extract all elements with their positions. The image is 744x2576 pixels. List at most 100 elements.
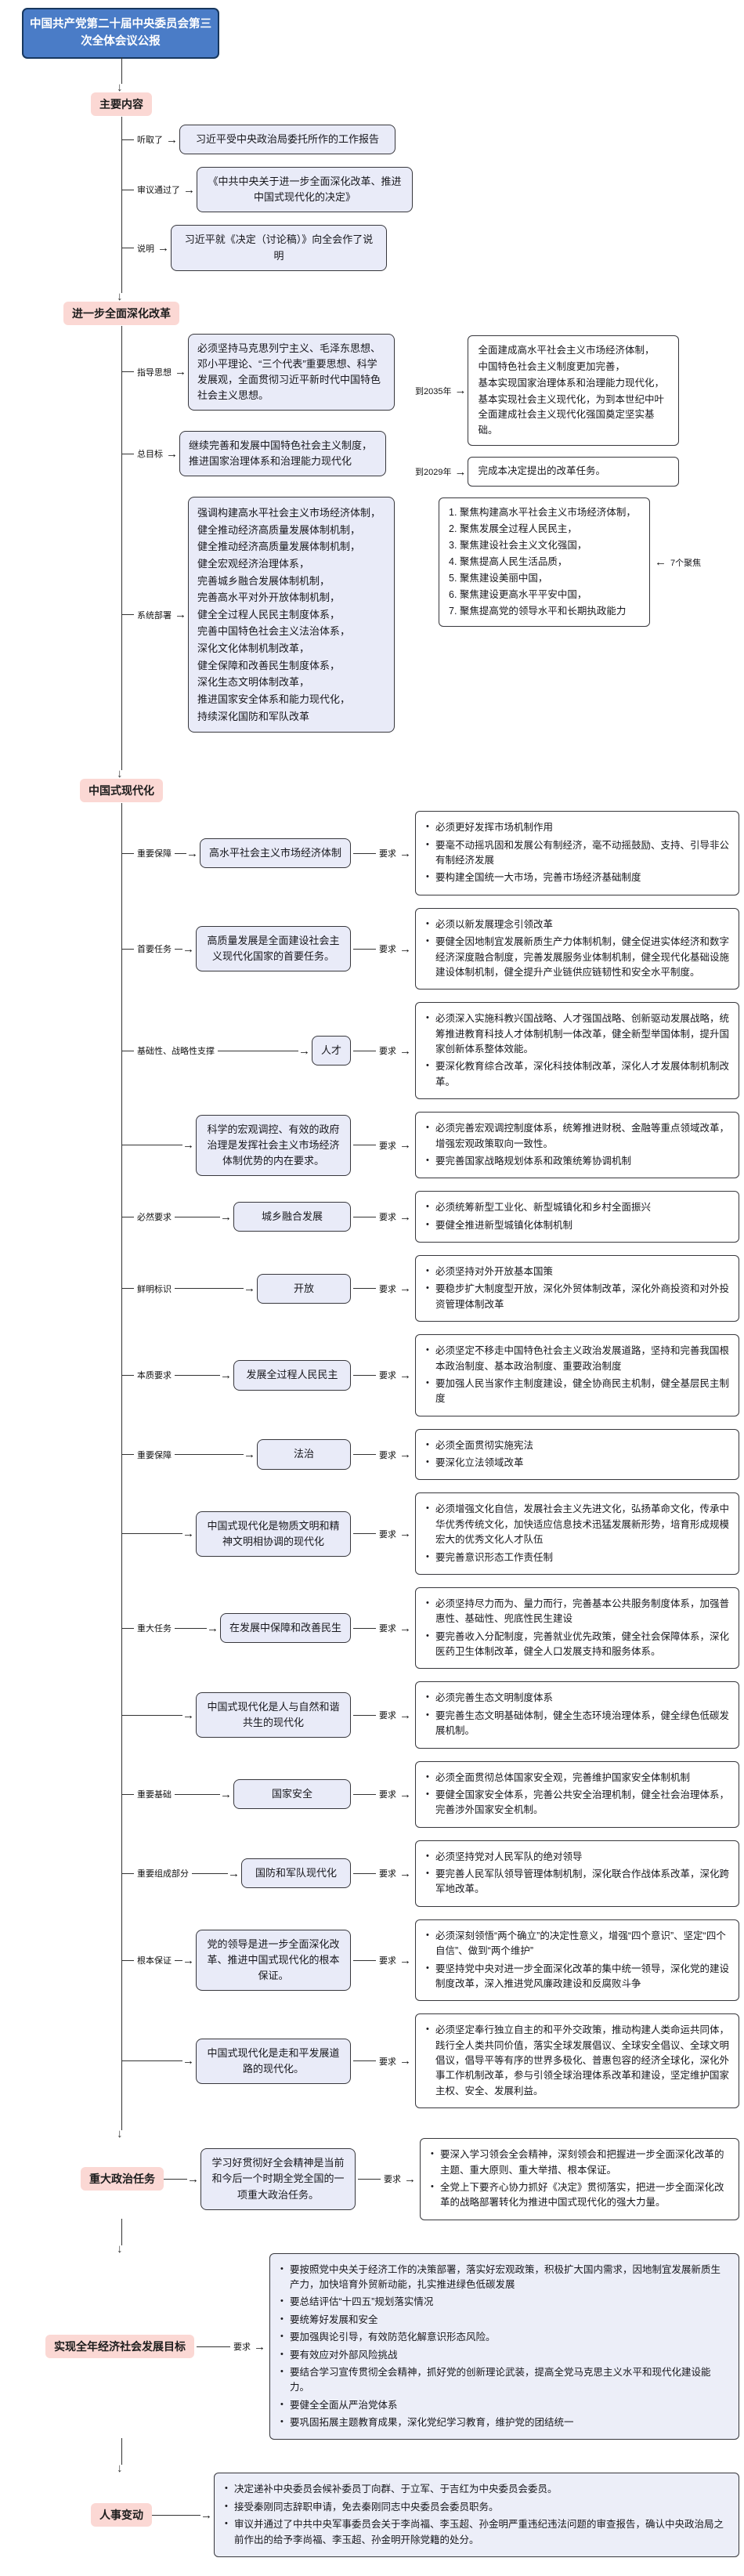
requirement-box: 必须全面贯彻实施宪法要深化立法领域改革 xyxy=(415,1428,739,1481)
list-item: 必须完善宏观调控制度体系，统筹推进财税、金融等重点领域改革，增强宏观政策取向一致… xyxy=(425,1121,729,1152)
requirement-edge-label: 要求 xyxy=(379,1371,396,1381)
connector-line xyxy=(122,1627,134,1629)
edge-label: 重要保障 xyxy=(137,849,172,859)
arrow-right-icon: → xyxy=(157,241,169,255)
list-item: 要深入学习领会全会精神，深刻领会和把握进一步全面深化改革的主题、重大原则、重大举… xyxy=(430,2147,729,2178)
requirement-box: 必须坚持党对人民军队的绝对领导要完善人民军队领导管理体制机制，深化联合作战体系改… xyxy=(415,1840,739,1907)
connector-line xyxy=(164,2178,187,2180)
arrow-right-icon: → xyxy=(244,1282,255,1296)
node-box: 习近平就《决定（讨论稿）》向全会作了说明 xyxy=(171,225,387,271)
requirement-edge-label: 要求 xyxy=(379,1047,396,1057)
requirement-bullets: 必须完善宏观调控制度体系，统筹推进财税、金融等重点领域改革，增强宏观政策取向一致… xyxy=(425,1121,729,1169)
requirement-box: 必须完善生态文明制度体系要完善生态文明基础体制，健全生态环境治理体系，健全绿色低… xyxy=(415,1681,739,1749)
list-item: 全党上下要齐心协力抓好《决定》贯彻落实，把进一步全面深化改革的战略部署转化为推进… xyxy=(430,2180,729,2211)
node-box: 高水平社会主义市场经济体制 xyxy=(199,838,351,869)
node-box: 中国式现代化是人与自然和谐共生的现代化 xyxy=(196,1691,351,1738)
connector-line xyxy=(353,1959,376,1961)
node-box: 开放 xyxy=(257,1273,351,1304)
arrow-left-icon: ← xyxy=(655,555,666,570)
section-label-political-task: 重大政治任务 xyxy=(81,2167,164,2191)
connector-line xyxy=(353,1374,376,1376)
arrow-right-icon: → xyxy=(399,1866,411,1880)
edge-label: 系统部署 xyxy=(137,610,172,620)
arrow-right-icon: → xyxy=(182,942,194,956)
spine-connector: ↓ xyxy=(0,2438,744,2474)
node-box: 党的领导是进一步全面深化改革、推进中国式现代化的根本保证。 xyxy=(196,1929,351,1992)
requirement-box: 必须坚持尽力而为、量力而行，完善基本公共服务制度体系，加强普惠性、基础性、兜底性… xyxy=(415,1586,739,1670)
arrow-right-icon: → xyxy=(166,447,178,461)
arrow-right-icon: → xyxy=(175,365,186,379)
list-item: 要统筹好发展和安全 xyxy=(280,2313,729,2328)
arrow-down-icon: ↓ xyxy=(117,80,123,94)
list-item: 必须更好发挥市场机制作用 xyxy=(425,820,729,835)
arrow-right-icon: → xyxy=(399,1787,411,1801)
connector-line xyxy=(175,1627,207,1629)
requirement-edge-label: 要求 xyxy=(379,1711,396,1720)
connector-line xyxy=(134,1533,182,1535)
spine-connector: ↓ xyxy=(0,56,744,94)
requirement-edge-label: 要求 xyxy=(379,849,396,859)
edge-label: 指导思想 xyxy=(137,367,172,378)
list-item: 7. 聚焦提高党的领导水平和长期执政能力 xyxy=(449,605,627,617)
arrow-right-icon: → xyxy=(182,1138,194,1152)
list-item: 要有效应对外部风险挑战 xyxy=(280,2348,729,2363)
list-item: 要完善人民军队领导管理体制机制，深化联合作战体系改革，深化跨军地改革。 xyxy=(425,1867,729,1898)
connector-line xyxy=(122,1714,134,1716)
arrow-right-icon: → xyxy=(454,384,467,398)
connector-line xyxy=(353,852,376,854)
connector-line xyxy=(122,1793,134,1795)
systematic-deployment-lines: 强调构建高水平社会主义市场经济体制，健全推动经济高质量发展体制机制，健全推动经济… xyxy=(197,505,385,725)
list-item: 要毫不动摇巩固和发展公有制经济，毫不动摇鼓励、支持、引导非公有制经济发展 xyxy=(425,838,729,869)
annual-goals-box: 要按照党中央关于经济工作的决策部署，落实好宏观政策，积极扩大国内需求，因地制宜发… xyxy=(269,2252,739,2440)
node-box: 国家安全 xyxy=(233,1779,351,1810)
list-item: 完善中国特色社会主义法治体系， xyxy=(197,625,351,638)
arrow-right-icon: → xyxy=(186,846,198,860)
section-label-modernization: 中国式现代化 xyxy=(80,779,163,803)
connector-line xyxy=(122,1288,134,1290)
arrow-right-icon: → xyxy=(399,1138,411,1152)
edge-label: 总目标 xyxy=(137,450,163,460)
arrow-right-icon: → xyxy=(182,2054,194,2068)
node-box: 中国式现代化是物质文明和精神文明相协调的现代化 xyxy=(196,1511,351,1557)
list-item: 1. 聚焦构建高水平社会主义市场经济体制， xyxy=(449,507,636,519)
seven-focus-list: 1. 聚焦构建高水平社会主义市场经济体制，2. 聚焦发展全过程人民民主，3. 聚… xyxy=(449,505,640,619)
requirement-box: 必须坚持对外开放基本国策要稳步扩大制度型开放，深化外贸体制改革，深化外商投资和对… xyxy=(415,1255,739,1322)
list-item: 必须坚持尽力而为、量力而行，完善基本公共服务制度体系，加强普惠性、基础性、兜底性… xyxy=(425,1597,729,1627)
requirement-box: 必须全面贯彻总体国家安全观，完善维护国家安全体制机制要健全国家安全体系，完善公共… xyxy=(415,1760,739,1828)
connector-line xyxy=(175,1288,244,1290)
node-box: 在发展中保障和改善民生 xyxy=(219,1613,351,1644)
requirement-edge-label: 要求 xyxy=(379,2057,396,2067)
list-item: 必须深入实施科教兴国战略、人才强国战略、创新驱动发展战略，统筹推进教育科技人才体… xyxy=(425,1011,729,1057)
personnel-box: 决定递补中央委员会候补委员丁向群、于立军、于吉红为中央委员会委员。接受秦刚同志辞… xyxy=(214,2473,739,2557)
modernization-row: → 中国式现代化是人与自然和谐共生的现代化 要求 → 必须完善生态文明制度体系要… xyxy=(122,1681,744,1749)
arrow-down-icon: ↓ xyxy=(117,767,123,781)
list-item: 必须坚持党对人民军队的绝对领导 xyxy=(425,1850,729,1865)
edge-label: 审议通过了 xyxy=(137,186,180,196)
connector-line xyxy=(353,1793,376,1795)
edge-label: 必然要求 xyxy=(137,1213,172,1223)
connector-line xyxy=(122,1533,134,1535)
section-label-deepen-reform: 进一步全面深化改革 xyxy=(63,301,179,325)
requirement-edge-label: 要求 xyxy=(379,1624,396,1634)
node-box: 发展全过程人民民主 xyxy=(233,1360,351,1391)
requirement-edge-label: 要求 xyxy=(379,1284,396,1294)
connector-line xyxy=(175,852,186,854)
edge-label: 根本保证 xyxy=(137,1956,172,1966)
personnel-row: 人事变动 → 决定递补中央委员会候补委员丁向群、于立军、于吉红为中央委员会委员。… xyxy=(91,2473,744,2557)
systematic-deployment-row: 系统部署 → 强调构建高水平社会主义市场经济体制，健全推动经济高质量发展体制机制… xyxy=(122,497,412,733)
seven-focus-row: 1. 聚焦构建高水平社会主义市场经济体制，2. 聚焦发展全过程人民民主，3. 聚… xyxy=(412,497,744,628)
requirement-bullets: 必须坚定不移走中国特色社会主义政治发展道路，坚持和完善我国根本政治制度、基本政治… xyxy=(425,1344,729,1407)
arrow-right-icon: → xyxy=(399,1368,411,1382)
guiding-ideology-row: 指导思想 → 必须坚持马克思列宁主义、毛泽东思想、邓小平理论、“三个代表”重要思… xyxy=(122,333,412,411)
requirement-edge-label: 要求 xyxy=(233,2343,251,2353)
edge-label: 重大任务 xyxy=(137,1624,172,1634)
spine-connector: ↓ xyxy=(0,275,744,302)
connector-line xyxy=(122,948,134,950)
requirement-edge-label: 要求 xyxy=(379,1956,396,1966)
edge-label: 基础性、战略性支撑 xyxy=(137,1047,215,1057)
arrow-right-icon: → xyxy=(399,1448,411,1462)
requirement-edge-label: 要求 xyxy=(384,2175,401,2185)
main-content-row: 审议通过了 → 《中共中央关于进一步全面深化改革、推进中国式现代化的决定》 xyxy=(122,167,744,213)
modernization-row: → 中国式现代化是走和平发展道路的现代化。 要求 → 必须坚定奉行独立自主的和平… xyxy=(122,2013,744,2109)
list-item: 基本实现国家治理体系和治理能力现代化， xyxy=(478,377,664,389)
